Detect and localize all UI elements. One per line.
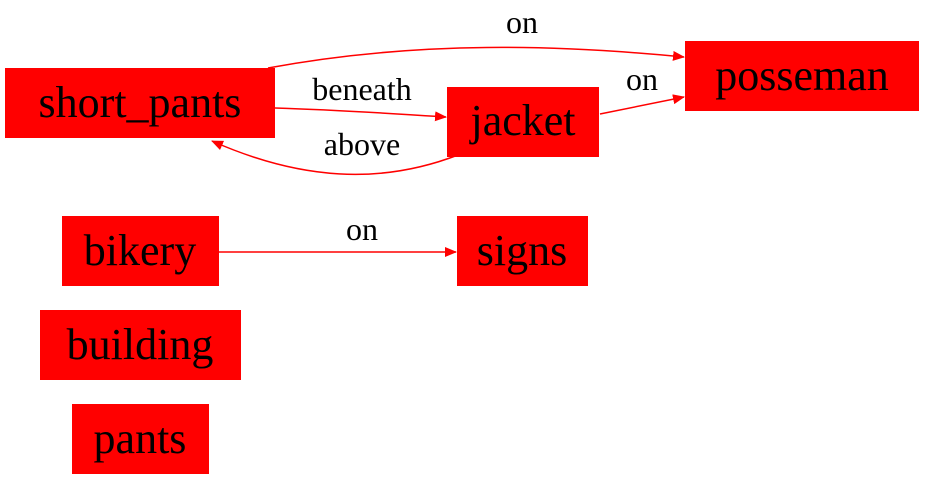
node-posseman: posseman <box>685 41 919 111</box>
edge-label-on: on <box>506 4 538 40</box>
edge-short-pants-on-posseman: on <box>267 4 685 69</box>
node-pants: pants <box>72 404 209 474</box>
node-label-posseman: posseman <box>715 51 889 100</box>
edge-label-on: on <box>626 61 658 97</box>
edge-label-beneath: beneath <box>312 71 412 107</box>
node-short-pants: short_pants <box>5 68 275 138</box>
edge-label-on: on <box>346 211 378 247</box>
node-label-signs: signs <box>477 226 567 275</box>
node-label-bikery: bikery <box>84 226 196 275</box>
node-bikery: bikery <box>62 216 219 286</box>
node-label-jacket: jacket <box>468 96 575 145</box>
node-label-building: building <box>67 320 214 369</box>
edge-short-pants-beneath-jacket: beneath <box>274 71 447 122</box>
node-label-pants: pants <box>94 414 187 463</box>
node-jacket: jacket <box>447 87 599 157</box>
node-building: building <box>40 310 241 380</box>
node-label-short-pants: short_pants <box>39 78 242 127</box>
edge-jacket-above-short-pants: above <box>211 126 459 176</box>
edge-jacket-on-posseman: on <box>599 61 685 115</box>
edge-label-above: above <box>324 126 400 162</box>
edge-bikery-on-signs: on <box>219 211 457 257</box>
node-signs: signs <box>457 216 588 286</box>
